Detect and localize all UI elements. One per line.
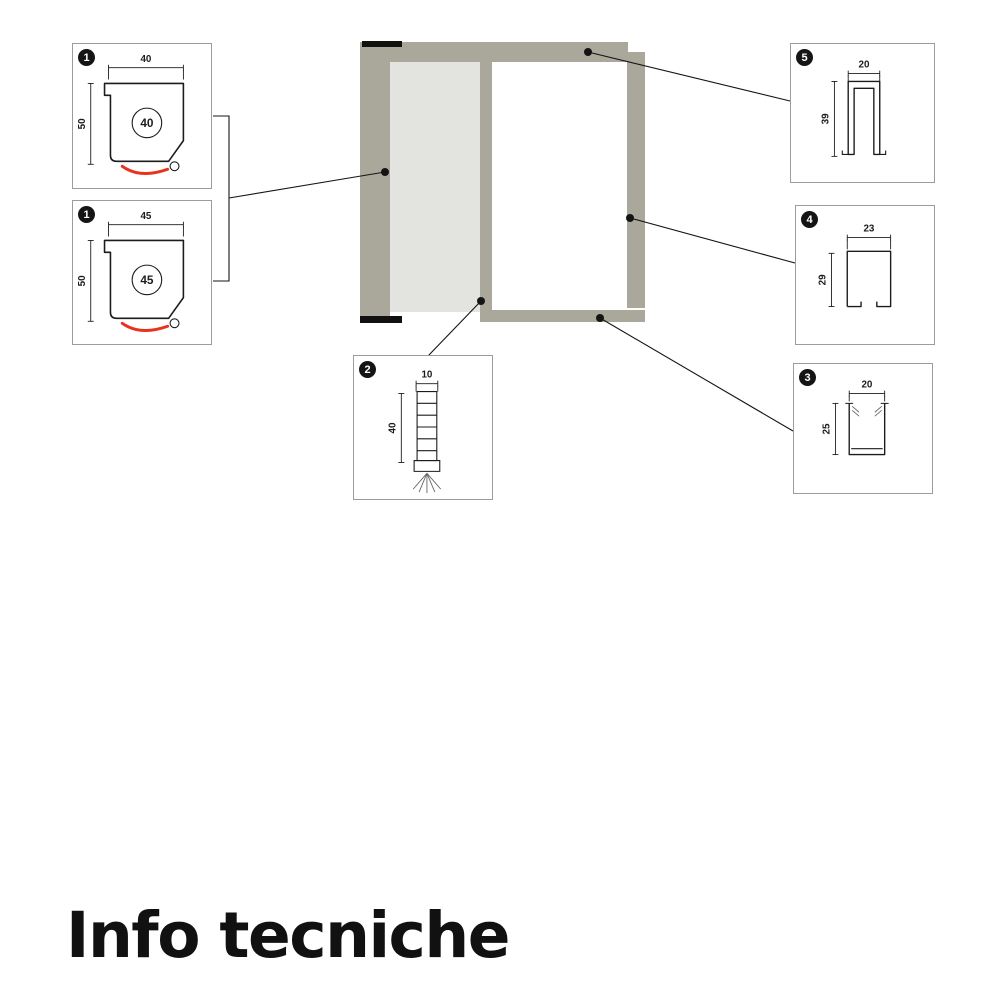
frame-schematic (360, 41, 645, 323)
dimension-height: 40 (387, 393, 405, 463)
brush-seal-red (120, 321, 170, 332)
bottom-brush-seal (360, 316, 402, 323)
brush-seal-red (120, 164, 170, 175)
detail-number-badge: 1 (78, 206, 95, 223)
detail-box-profile-3: 3 20 25 (793, 363, 933, 494)
dimension-width-label: 20 (859, 60, 870, 71)
dimension-height-label: 29 (818, 274, 829, 285)
profile-drawing-4: 23 29 (818, 224, 892, 308)
pin-circle (169, 318, 180, 329)
detail-box-profile-5: 5 20 39 (790, 43, 935, 183)
dimension-width-label: 10 (421, 370, 432, 381)
detail-number-badge: 1 (78, 49, 95, 66)
dimension-height: 39 (820, 81, 838, 157)
frame-middle-rail (480, 62, 492, 322)
detail-box-profile-4: 4 23 29 (795, 205, 935, 345)
detail-box-profile-40: 1 40 50 40 (72, 43, 212, 189)
page-title: Info tecniche (66, 899, 510, 972)
profile-drawing-2: 10 40 (387, 370, 442, 494)
mesh-panel (390, 62, 480, 312)
profile-outline (103, 239, 185, 320)
dimension-height: 29 (818, 252, 835, 307)
dimension-width: 20 (848, 380, 886, 402)
detail-number-badge: 4 (801, 211, 818, 228)
profile-outline (848, 403, 886, 456)
dimension-height: 50 (77, 240, 94, 322)
brush-holder (413, 459, 441, 472)
dimension-height: 50 (77, 83, 94, 165)
pin-circle (169, 161, 180, 172)
dimension-height-label: 25 (822, 423, 833, 434)
dimension-width: 23 (846, 224, 892, 250)
profile-size-circle (131, 264, 163, 296)
frame-top-rail (360, 42, 628, 62)
detail-number-badge: 2 (359, 361, 376, 378)
brush-fan (412, 473, 442, 494)
frame-right-rail (627, 52, 645, 308)
profile-size-label: 40 (140, 116, 154, 130)
top-brush-seal (362, 41, 402, 47)
profile-outline (103, 82, 185, 163)
detail-number-badge: 5 (796, 49, 813, 66)
profile-outline (847, 80, 881, 156)
profile-drawing-5: 20 39 (820, 60, 887, 157)
dimension-height-label: 39 (820, 113, 831, 124)
detail-box-profile-45: 1 45 50 45 (72, 200, 212, 345)
dimension-width: 20 (847, 60, 881, 82)
dimension-width: 45 (108, 211, 184, 237)
dimension-height: 25 (822, 402, 839, 456)
dimension-width: 10 (415, 370, 439, 392)
frame-bottom-rail (492, 310, 645, 322)
profile-size-label: 45 (140, 273, 154, 287)
profile-drawing-45: 45 50 45 (77, 211, 185, 332)
connector-line-4 (629, 217, 796, 264)
detail-box-profile-2: 2 10 40 (353, 355, 493, 500)
dimension-width-label: 23 (863, 224, 874, 235)
dimension-width-label: 20 (861, 380, 872, 391)
profile-feet (841, 150, 887, 155)
inner-brushes (851, 406, 882, 417)
connector-line-3 (599, 317, 794, 432)
dimension-width-label: 40 (140, 54, 151, 65)
dimension-height-label: 50 (77, 118, 88, 129)
bracket-profiles-1 (213, 115, 230, 282)
frame-left-rail (360, 42, 390, 322)
dimension-height-label: 40 (387, 422, 398, 433)
profile-outline (846, 250, 892, 308)
dimension-height-label: 50 (77, 275, 88, 286)
profile-size-circle (131, 107, 163, 139)
detail-number-badge: 3 (799, 369, 816, 386)
dimension-width: 40 (108, 54, 184, 80)
profile-drawing-40: 40 50 40 (77, 54, 185, 175)
profile-drawing-3: 20 25 (822, 380, 889, 456)
dimension-width-label: 45 (140, 211, 151, 222)
